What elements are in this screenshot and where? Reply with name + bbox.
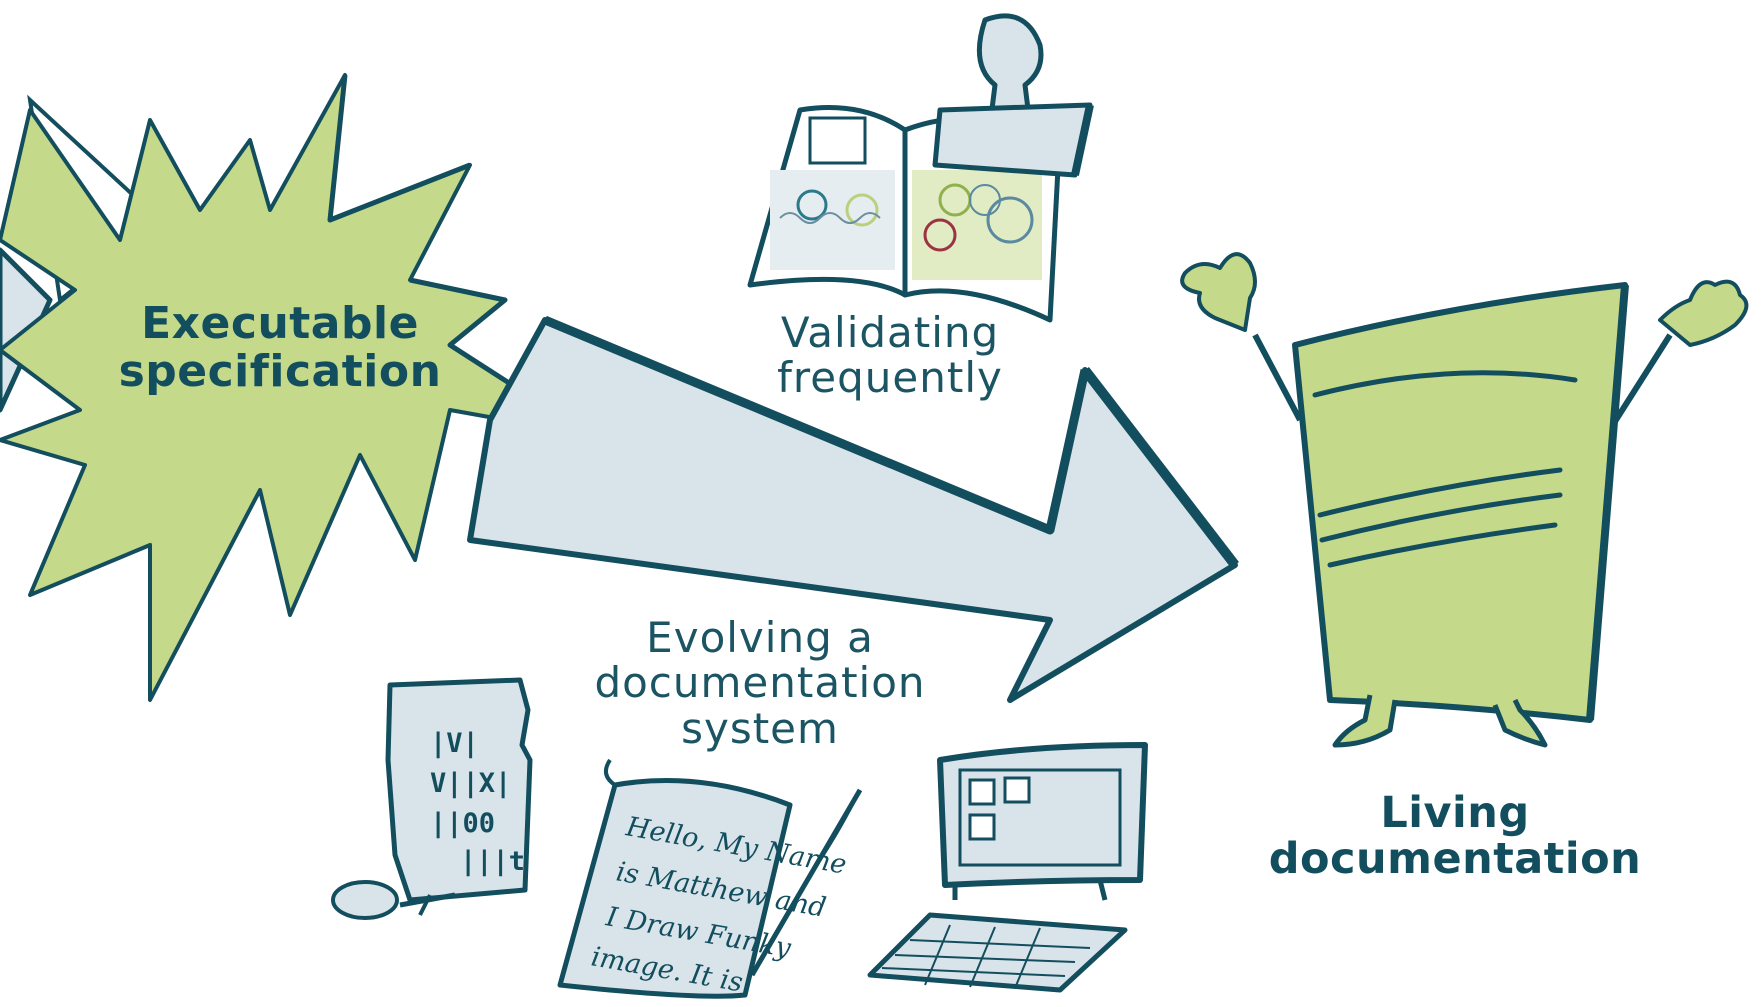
living-documentation-label: Living documentation bbox=[1255, 790, 1655, 883]
stamp-icon bbox=[932, 13, 1094, 178]
label-line: Living bbox=[1380, 788, 1530, 838]
label-line: Validating bbox=[780, 308, 1000, 357]
tablet-mark: ||00 bbox=[430, 808, 495, 839]
quill-icon bbox=[749, 788, 863, 977]
label-line: documentation bbox=[594, 658, 926, 708]
tablet-mark: V||X| bbox=[430, 768, 511, 799]
label-line: specification bbox=[118, 345, 442, 397]
big-arrow-icon bbox=[467, 315, 1239, 703]
starburst-icon bbox=[0, 73, 592, 702]
scroll-icon bbox=[557, 758, 793, 999]
label-line: system bbox=[681, 703, 839, 753]
tablet-mark: |V| bbox=[430, 728, 479, 759]
label-line: documentation bbox=[1268, 834, 1642, 885]
tablet-mark: |||t bbox=[460, 846, 525, 877]
label-line: Evolving a bbox=[646, 613, 874, 662]
tablet-marks: |V| V||X| ||00 |||t bbox=[430, 728, 525, 877]
living-document-character-icon bbox=[1180, 252, 1749, 748]
computer-icon bbox=[867, 742, 1148, 993]
executable-specification-label: Executable specification bbox=[100, 300, 460, 395]
label-line: frequently bbox=[777, 353, 1003, 403]
clay-tablet-icon bbox=[331, 677, 533, 920]
evolving-documentation-system-label: Evolving a documentation system bbox=[570, 615, 950, 751]
handwritten-note: Hello, My Name is Matthew and I Draw Fun… bbox=[589, 811, 849, 998]
label-line: Executable bbox=[141, 298, 419, 349]
validating-frequently-label: Validating frequently bbox=[740, 310, 1040, 401]
